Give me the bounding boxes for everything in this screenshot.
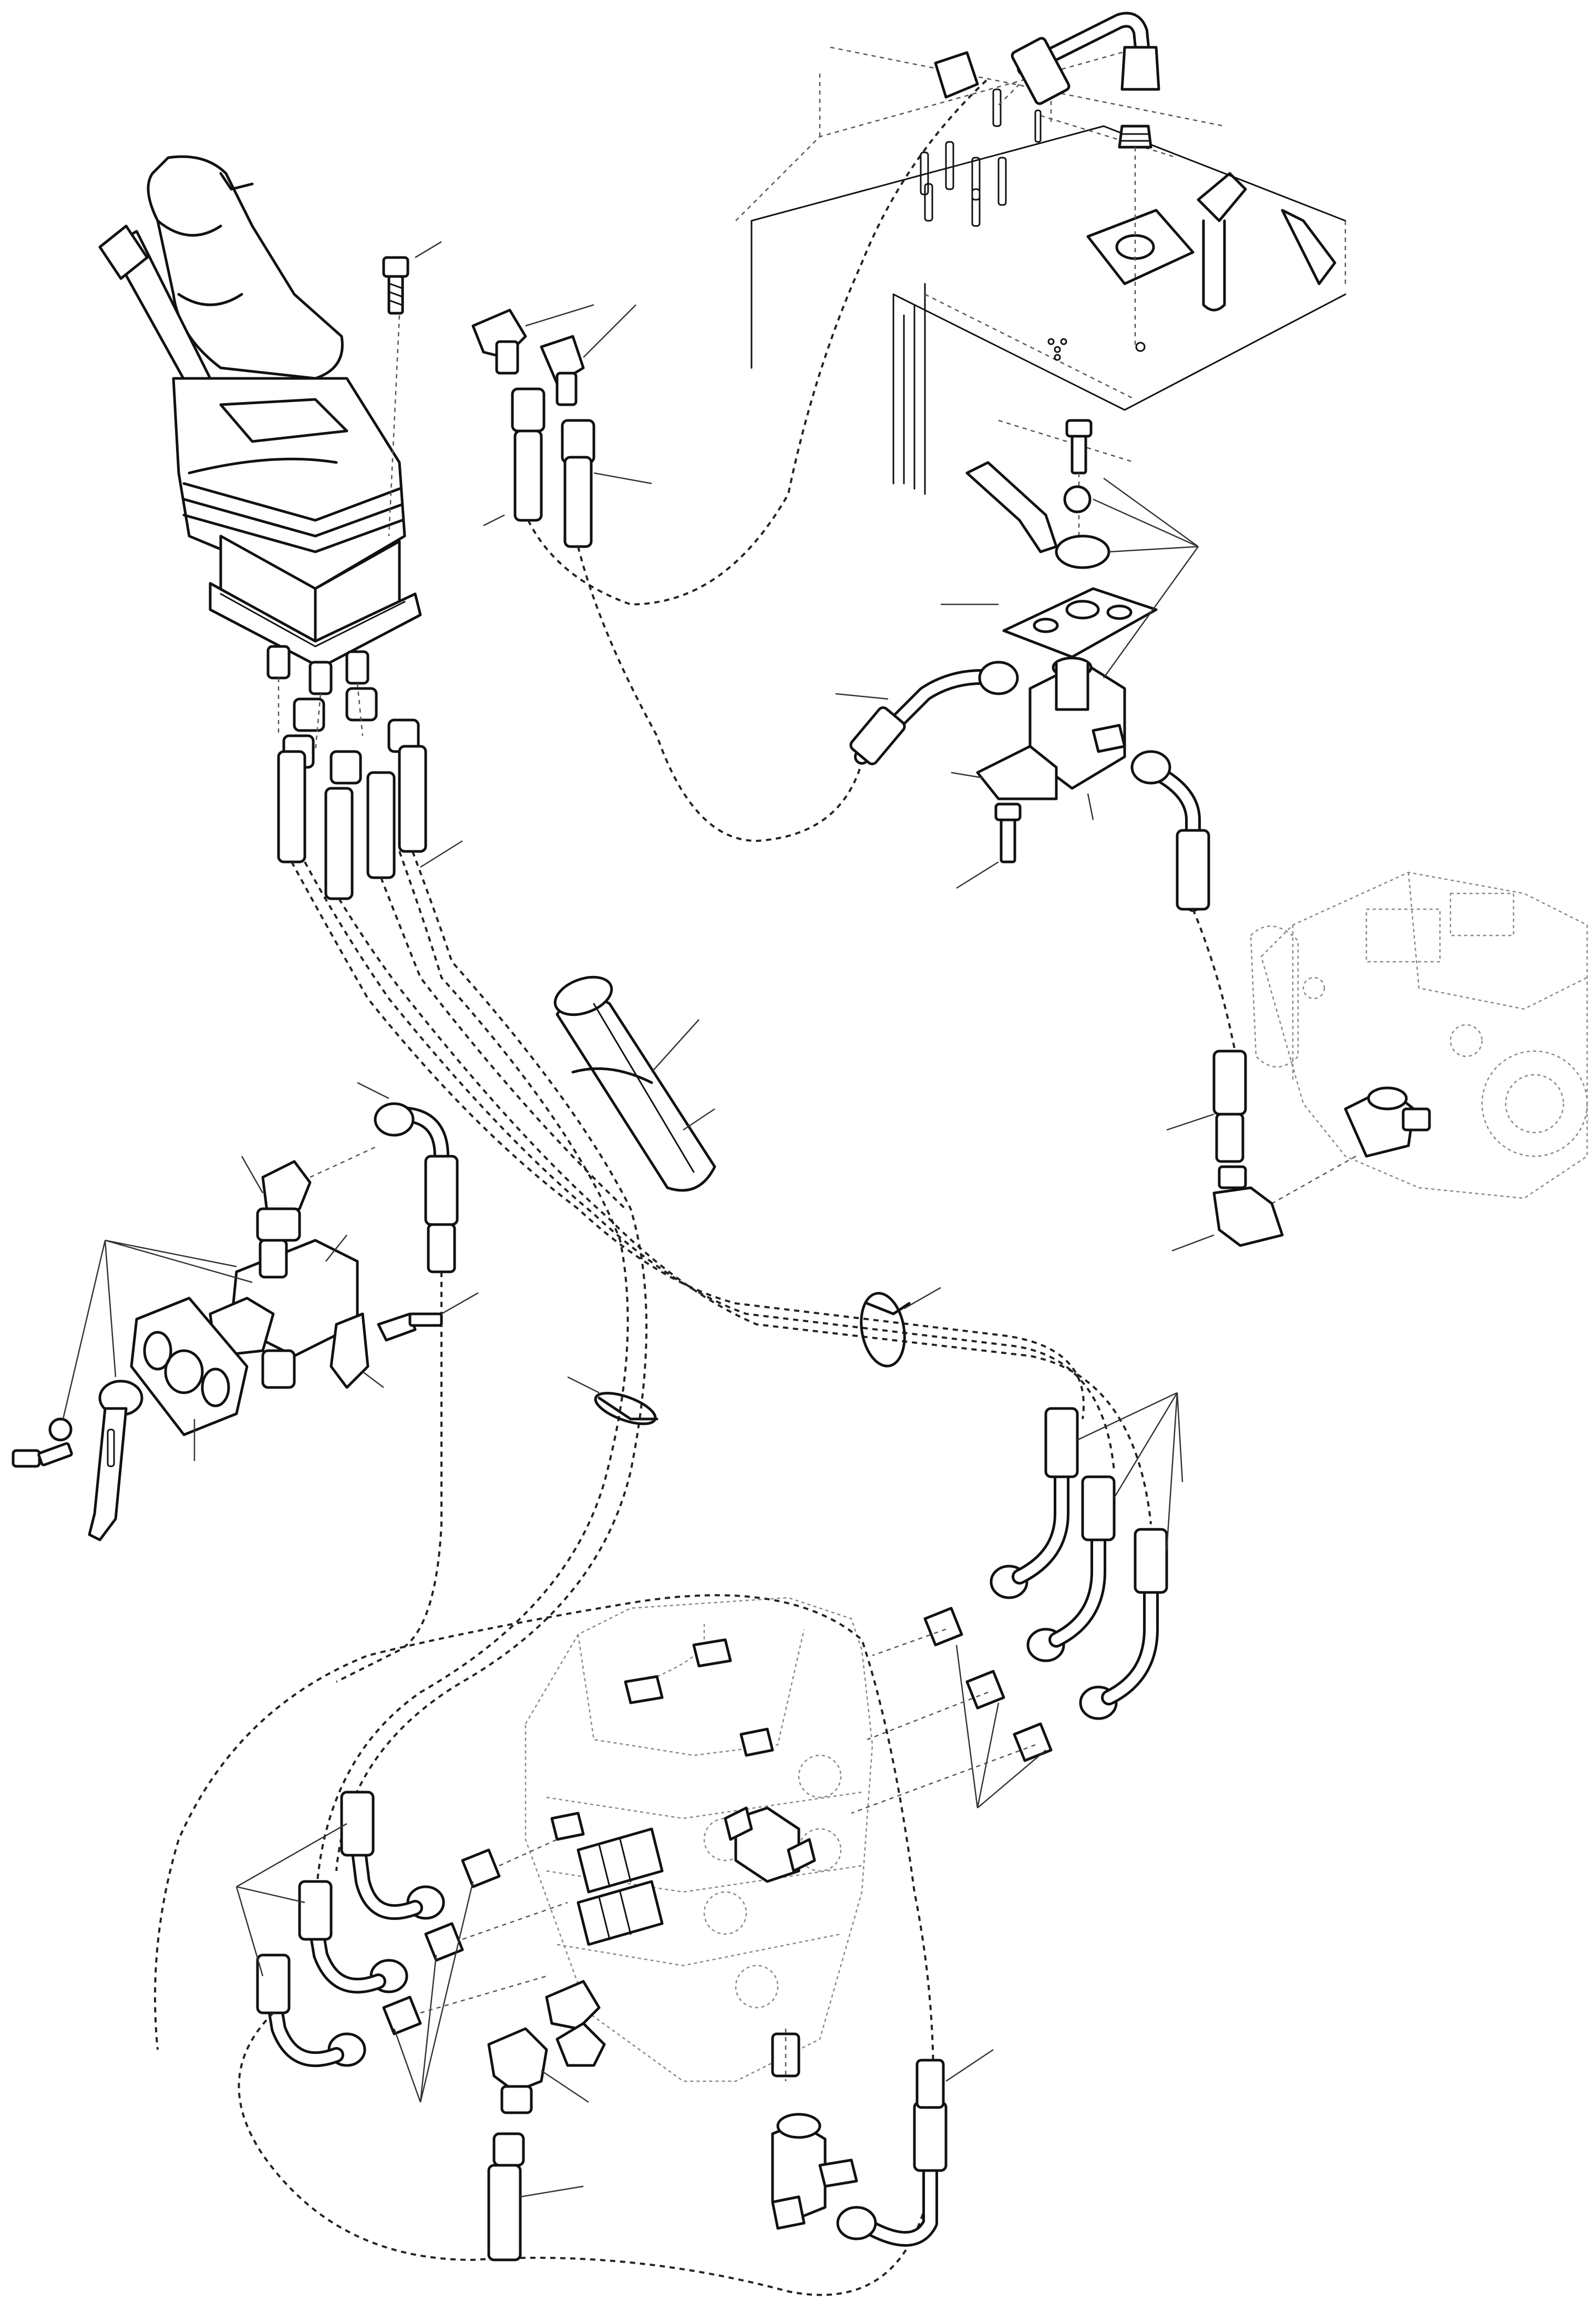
main-control-valve-block	[524, 1597, 873, 2082]
protective-sleeve	[553, 975, 716, 1192]
upper-valve-hose-right	[1130, 750, 1236, 1052]
bottom-elbow-fitting	[487, 2027, 589, 2114]
joystick-gasket-plate	[209, 582, 422, 669]
left-elbow-fitting	[241, 1145, 379, 1242]
pump-elbow-fitting	[1171, 1165, 1284, 1252]
left-valve-bolt	[377, 1292, 479, 1342]
upper-valve-bracket-plate	[941, 587, 1158, 659]
joystick-control-unit	[98, 155, 406, 664]
upper-selector-lever	[965, 461, 1199, 569]
bottom-right-hose	[836, 2049, 994, 2247]
upper-valve-bolt	[956, 419, 1093, 889]
bottom-tee-fitting	[771, 2113, 858, 2230]
left-valve-plate	[130, 1297, 249, 1461]
hose-clamp-right	[860, 1287, 941, 1367]
right-pilot-hoses	[851, 1392, 1184, 1814]
tank-top-hose	[934, 12, 1160, 106]
joystick-pilot-hose-bundle	[277, 745, 1152, 1924]
pump-tee-fitting	[1271, 1086, 1431, 1205]
hydraulic-pump-ghost	[1250, 871, 1588, 1199]
hose-clamp-mid	[567, 1376, 658, 1425]
upper-elbow-fittings	[471, 304, 636, 406]
bottom-left-hose	[487, 2132, 584, 2261]
left-selector-lever	[12, 1239, 253, 1541]
tank-adapter-fitting	[1118, 125, 1152, 347]
joystick-mounting-bolt	[382, 241, 442, 537]
tank-frame-section	[735, 46, 1346, 495]
upper-hose-pair	[483, 78, 989, 842]
upper-selector-valve	[951, 546, 1199, 820]
upper-valve-hose-left	[835, 661, 1019, 765]
left-valve-hose	[336, 1082, 459, 1683]
pump-hose	[1166, 1050, 1247, 1163]
left-pilot-hoses	[154, 1594, 934, 2296]
